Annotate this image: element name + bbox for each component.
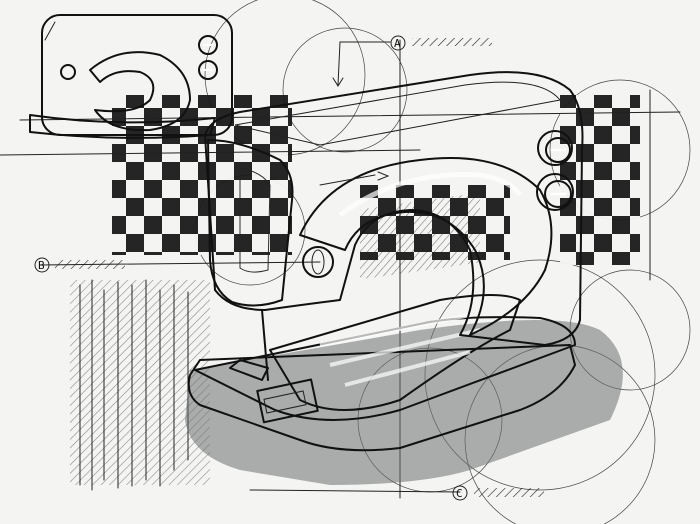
callout-b: B: [34, 257, 125, 273]
shadow-hatching: [70, 279, 210, 491]
machine-body: [204, 71, 584, 381]
dial-bottom: [536, 173, 574, 211]
callout-a: A: [332, 35, 492, 87]
base-shadow: [185, 320, 623, 485]
callout-b-label: B: [38, 259, 45, 272]
small-view-sketch: [29, 14, 233, 139]
callout-c-label: C: [456, 487, 463, 500]
callout-a-label: A: [394, 37, 401, 50]
dial-top: [537, 130, 573, 166]
callout-c: C: [452, 485, 544, 501]
machine-base: [187, 294, 576, 452]
